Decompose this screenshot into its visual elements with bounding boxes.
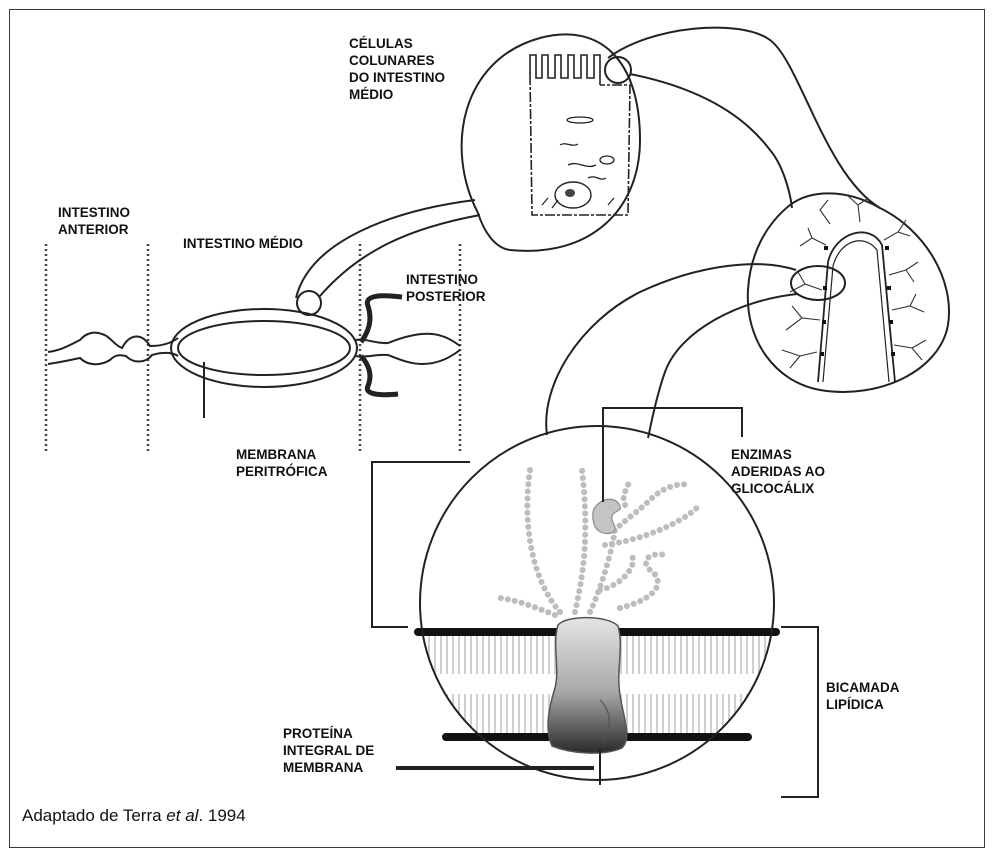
label-line: MEMBRANA xyxy=(283,759,374,776)
caption-prefix: Adaptado de Terra xyxy=(22,806,166,825)
gut-outline xyxy=(48,296,460,418)
caption-italic: et al xyxy=(166,806,198,825)
label-bicamada-lipidica: BICAMADA LIPÍDICA xyxy=(826,679,900,713)
label-line: PROTEÍNA xyxy=(283,725,374,742)
columnar-cell-circle xyxy=(462,34,640,250)
section-divider-lines xyxy=(46,244,460,452)
label-intestino-medio: INTESTINO MÉDIO xyxy=(183,235,303,252)
label-line: INTESTINO MÉDIO xyxy=(183,235,303,252)
label-line: MÉDIO xyxy=(349,86,445,103)
label-line: GLICOCÁLIX xyxy=(731,480,825,497)
label-line: PERITRÓFICA xyxy=(236,463,328,480)
label-enzimas: ENZIMAS ADERIDAS AO GLICOCÁLIX xyxy=(731,446,825,497)
label-line: ADERIDAS AO xyxy=(731,463,825,480)
label-line: INTEGRAL DE xyxy=(283,742,374,759)
label-line: CÉLULAS xyxy=(349,35,445,52)
label-line: ANTERIOR xyxy=(58,221,130,238)
label-intestino-posterior: INTESTINO POSTERIOR xyxy=(406,271,486,305)
integral-protein-shape xyxy=(548,618,627,753)
label-intestino-anterior: INTESTINO ANTERIOR xyxy=(58,204,130,238)
label-line: MEMBRANA xyxy=(236,446,328,463)
label-proteina-integral: PROTEÍNA INTEGRAL DE MEMBRANA xyxy=(283,725,374,776)
label-line: BICAMADA xyxy=(826,679,900,696)
label-line: ENZIMAS xyxy=(731,446,825,463)
label-line: COLUNARES xyxy=(349,52,445,69)
label-line: DO INTESTINO xyxy=(349,69,445,86)
label-membrana-peritrofica: MEMBRANA PERITRÓFICA xyxy=(236,446,328,480)
label-celulas-colunares: CÉLULAS COLUNARES DO INTESTINO MÉDIO xyxy=(349,35,445,103)
microvillus-circle xyxy=(748,193,949,392)
label-line: INTESTINO xyxy=(58,204,130,221)
label-line: LIPÍDICA xyxy=(826,696,900,713)
caption-suffix: . 1994 xyxy=(198,806,245,825)
glycocalyx-chains xyxy=(500,470,700,615)
figure-caption: Adaptado de Terra et al. 1994 xyxy=(22,806,246,826)
label-line: POSTERIOR xyxy=(406,288,486,305)
label-line: INTESTINO xyxy=(406,271,486,288)
